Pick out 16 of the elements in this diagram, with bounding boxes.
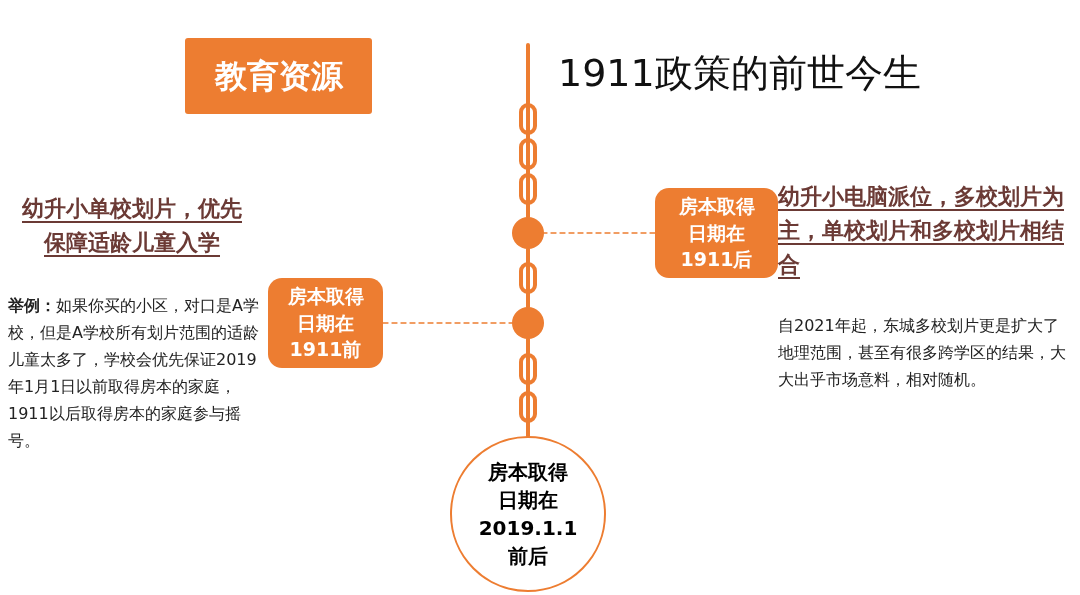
description-paragraph: 自2021年起，东城多校划片更是扩大了地理范围，甚至有很多跨学区的结果，大大出乎市场意料，相对随机。 — [778, 315, 1067, 391]
section-heading: 幼升小单校划片，优先保障适龄儿童入学 — [21, 195, 243, 257]
dashed-connector — [543, 232, 656, 234]
section-heading: 幼升小电脑派位，多校划片为主，单校划片和多校划片相结合 — [778, 183, 1065, 279]
timeline-dot — [512, 307, 544, 339]
title: 1911政策的前世今生 — [558, 50, 921, 97]
period-box: 房本取得日期在1911后 — [655, 188, 778, 278]
heading-box: 教育资源 — [185, 38, 372, 114]
example-paragraph: 举例：如果你买的小区，对口是A学校，但是A学校所有划片范围的适龄儿童太多了，学校会优先保证2019年1月1日以前取得房本的家庭，1911以后取得房本的家庭参与摇号。 — [8, 295, 260, 452]
period-box: 房本取得日期在1911前 — [268, 278, 383, 368]
timeline-line — [519, 337, 537, 438]
dashed-connector — [382, 322, 513, 324]
timeline-line — [519, 247, 537, 309]
timeline-line — [519, 43, 537, 219]
timeline-dot — [512, 217, 544, 249]
milestone-circle: 房本取得日期在2019.1.1前后 — [450, 436, 606, 592]
